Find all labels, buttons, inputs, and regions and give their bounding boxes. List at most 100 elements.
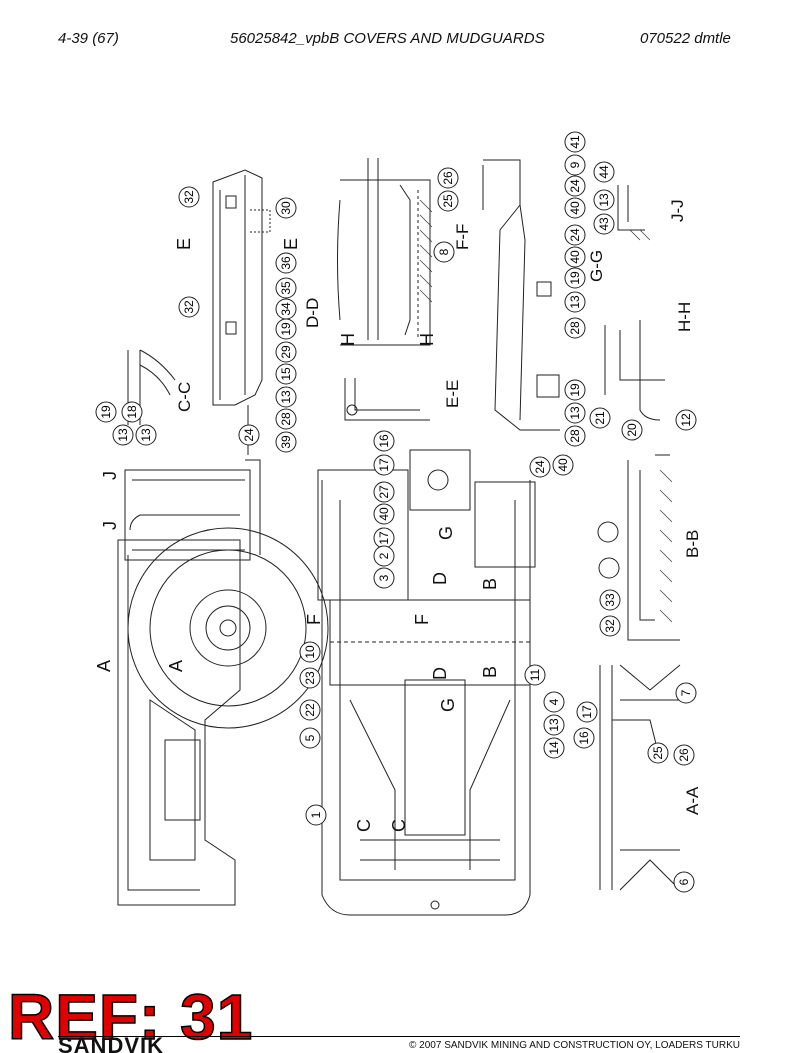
cut-letter: F <box>304 614 324 625</box>
callout-balloon: 19 <box>564 267 586 289</box>
callout-circle <box>647 742 669 764</box>
callout-balloon: 8 <box>433 241 455 263</box>
callout-circle <box>597 521 619 543</box>
callout-circle <box>593 189 615 211</box>
callout-number: 24 <box>568 228 582 242</box>
callout-circle <box>275 386 297 408</box>
callout-circle <box>593 213 615 235</box>
callout-circle <box>573 727 595 749</box>
callout-number: 19 <box>568 383 582 397</box>
callout-balloon: 16 <box>573 727 595 749</box>
callout-number: 26 <box>677 748 691 762</box>
callout-balloon: 13 <box>275 386 297 408</box>
page-number: 4-39 (67) <box>58 30 119 47</box>
callout-number: 30 <box>279 201 293 215</box>
callout-balloon: 36 <box>275 252 297 274</box>
callout-number: 6 <box>677 878 691 885</box>
callout-balloon: 1 <box>305 804 327 826</box>
callout-number: 40 <box>568 201 582 215</box>
callout-balloon: 7 <box>675 682 697 704</box>
callout-circle <box>299 699 321 721</box>
callout-balloon: 12 <box>675 409 697 431</box>
callout-circle <box>437 190 459 212</box>
callout-circle <box>275 318 297 340</box>
callout-number: 24 <box>242 428 256 442</box>
section-label: G-G <box>587 250 606 282</box>
callout-number: 3 <box>377 574 391 581</box>
callout-circle <box>599 589 621 611</box>
callout-number: 28 <box>568 321 582 335</box>
callout-number: 15 <box>279 367 293 381</box>
callout-number: 40 <box>377 507 391 521</box>
callout-balloon: 32 <box>178 296 200 318</box>
callout-balloon: 41 <box>564 131 586 153</box>
callout-circle <box>275 252 297 274</box>
callout-balloon: 24 <box>529 456 551 478</box>
callout-number: 5 <box>303 734 317 741</box>
cut-letter: D <box>430 572 450 585</box>
cut-letter: J <box>100 471 120 480</box>
callout-circle <box>529 456 551 478</box>
callout-balloon: 24 <box>238 424 260 446</box>
callout-circle <box>593 161 615 183</box>
callout-number: 11 <box>528 668 542 681</box>
callout-number: 40 <box>568 250 582 264</box>
callout-circle <box>275 341 297 363</box>
callout-circle <box>373 430 395 452</box>
callout-balloon: 18 <box>121 401 143 423</box>
callout-balloon: 22 <box>299 699 321 721</box>
callout-circle <box>178 296 200 318</box>
callout-circle <box>275 363 297 385</box>
callout-circle <box>373 481 395 503</box>
callout-number: 34 <box>279 302 293 316</box>
section-label: C-C <box>175 382 194 412</box>
copyright-notice: © 2007 SANDVIK MINING AND CONSTRUCTION O… <box>409 1040 740 1051</box>
callout-circle <box>564 154 586 176</box>
cut-letter: A <box>94 660 114 672</box>
callout-number: 29 <box>279 345 293 359</box>
callout-number: 13 <box>116 428 130 442</box>
callout-number: 13 <box>568 406 582 420</box>
callout-balloon: 43 <box>593 213 615 235</box>
callout-circle <box>564 267 586 289</box>
callout-balloon: 13 <box>593 189 615 211</box>
cut-letter: J <box>100 521 120 530</box>
callout-circle <box>598 557 620 579</box>
section-label: B-B <box>683 530 702 558</box>
callout-number: 41 <box>568 135 582 149</box>
callout-balloon: 10 <box>299 641 321 663</box>
callout-circle <box>576 701 598 723</box>
callout-number: 4 <box>547 698 561 705</box>
callout-balloon: 4 <box>543 691 565 713</box>
cut-letters: E E H H J J A A C C D D G G B B F F <box>94 238 500 832</box>
callout-balloon <box>598 557 620 579</box>
ref-stamp: REF: 31 <box>7 981 254 1053</box>
callout-circle <box>564 317 586 339</box>
callout-circle <box>299 667 321 689</box>
callout-number: 1 <box>309 811 323 818</box>
callout-balloon: 13 <box>564 291 586 313</box>
callout-balloon: 35 <box>275 277 297 299</box>
callout-circle <box>673 871 695 893</box>
callout-circle <box>543 714 565 736</box>
callout-balloon: 17 <box>373 454 395 476</box>
callout-balloon: 28 <box>564 425 586 447</box>
callout-balloon: 26 <box>437 167 459 189</box>
callout-number: 13 <box>279 390 293 404</box>
callout-balloon: 6 <box>673 871 695 893</box>
callout-number: 32 <box>182 190 196 204</box>
cut-letter: G <box>438 698 458 712</box>
section-label: A-A <box>683 786 702 815</box>
callout-circle <box>135 424 157 446</box>
callout-balloon: 9 <box>564 154 586 176</box>
callout-balloon: 13 <box>543 714 565 736</box>
callout-circle <box>238 424 260 446</box>
callout-balloon: 24 <box>564 175 586 197</box>
callout-number: 9 <box>568 161 582 168</box>
callout-number: 13 <box>547 718 561 732</box>
callout-circle <box>543 737 565 759</box>
callout-balloon <box>597 521 619 543</box>
callout-balloon: 13 <box>135 424 157 446</box>
callout-circle <box>564 291 586 313</box>
